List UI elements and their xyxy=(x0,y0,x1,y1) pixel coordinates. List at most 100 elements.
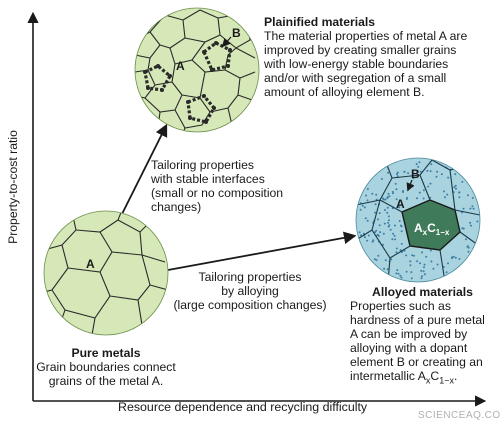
dopant-dot xyxy=(377,218,379,221)
dopant-dot xyxy=(361,204,364,207)
dopant-dot xyxy=(400,276,403,279)
dopant-dot xyxy=(396,269,399,272)
dopant-dot xyxy=(386,206,389,209)
dopant-dot xyxy=(396,171,399,174)
dopant-dot xyxy=(395,188,398,191)
alloyed-desc-3: A can be improved by xyxy=(350,327,468,341)
dopant-dot xyxy=(387,225,390,228)
dopant-dot xyxy=(420,277,423,280)
dopant-dot xyxy=(378,224,381,227)
dopant-dot xyxy=(432,267,435,270)
dopant-dot xyxy=(442,265,445,268)
dopant-dot xyxy=(400,242,403,245)
dopant-dot xyxy=(383,267,386,270)
dopant-dot xyxy=(418,191,421,194)
alloyed-grains: A B AxC1−x xyxy=(355,157,481,283)
alloyed-desc-5: element B or creating an xyxy=(350,355,483,369)
dopant-dot xyxy=(429,170,432,173)
dopant-dot xyxy=(416,260,419,263)
dopant-dot xyxy=(378,212,381,215)
dopant-dot xyxy=(443,190,445,193)
dopant-dot xyxy=(389,228,392,231)
dopant-dot xyxy=(387,192,390,195)
dopant-dot xyxy=(421,275,423,278)
arrow-to-alloyed-line-1: Tailoring properties xyxy=(198,270,302,284)
dopant-dot xyxy=(374,211,377,214)
dopant-dot xyxy=(387,219,390,222)
alloyed-label-a: A xyxy=(396,197,405,211)
dopant-dot xyxy=(373,258,376,261)
dopant-dot xyxy=(471,196,474,199)
dopant-dot xyxy=(411,254,414,257)
pure-text-block: Pure metals Grain boundaries connect gra… xyxy=(26,346,186,388)
dopant-dot xyxy=(446,193,449,196)
arrow-to-plainified xyxy=(121,123,168,215)
dopant-dot xyxy=(400,225,403,228)
dopant-dot xyxy=(395,247,398,250)
dopant-dot xyxy=(387,171,390,174)
dopant-dot xyxy=(471,205,474,208)
dopant-dot xyxy=(384,259,387,262)
dopant-dot xyxy=(426,169,429,172)
arrow-to-alloyed xyxy=(167,231,357,271)
dopant-dot xyxy=(384,209,386,211)
dopant-dot xyxy=(411,185,414,188)
dopant-dot xyxy=(395,198,398,201)
dopant-dot xyxy=(371,240,374,243)
dopant-dot xyxy=(375,193,378,196)
arrow-to-plainified-line-1: Tailoring properties xyxy=(151,158,254,172)
dopant-dot xyxy=(371,192,374,195)
dopant-dot xyxy=(425,255,428,258)
dopant-dot xyxy=(416,171,419,173)
y-axis-label: Property-to-cost ratio xyxy=(6,130,20,244)
dopant-dot xyxy=(452,255,455,258)
dopant-dot xyxy=(417,165,420,168)
pure-desc-2: grains of the metal A. xyxy=(48,374,164,388)
dopant-dot xyxy=(364,217,367,220)
dopant-dot xyxy=(406,196,409,199)
arrow-to-plainified-text: Tailoring properties with stable interfa… xyxy=(151,158,311,214)
dopant-dot xyxy=(461,227,464,230)
plainified-desc-3: with low-energy stable boundaries xyxy=(264,57,449,71)
alloyed-intermetallic-label: AxC1−x xyxy=(414,221,450,237)
dopant-dot xyxy=(360,234,362,237)
dopant-dot xyxy=(387,221,390,224)
dopant-dot xyxy=(469,207,472,210)
dopant-dot xyxy=(472,207,475,210)
dopant-dot xyxy=(377,254,380,257)
dopant-dot xyxy=(420,269,423,272)
dopant-dot xyxy=(366,239,369,242)
dopant-dot xyxy=(412,177,415,180)
x-axis-label: Resource dependence and recycling diffic… xyxy=(118,400,368,414)
dopant-dot xyxy=(403,249,406,252)
dopant-dot xyxy=(466,245,469,248)
dopant-dot xyxy=(374,203,377,206)
axes xyxy=(27,11,487,407)
dopant-dot xyxy=(440,173,443,176)
alloyed-desc-4: alloying with a dopant xyxy=(350,341,468,355)
dopant-dot xyxy=(379,231,382,234)
dopant-dot xyxy=(447,176,450,179)
pure-desc-1: Grain boundaries connect xyxy=(36,360,176,374)
dopant-dot xyxy=(436,170,439,173)
dopant-dot xyxy=(422,270,425,273)
dopant-dot xyxy=(454,184,457,187)
dopant-dot xyxy=(366,219,369,222)
pure-label-a: A xyxy=(86,257,95,271)
alloyed-desc-6: intermetallic AxC1−x. xyxy=(350,369,458,386)
dopant-dot xyxy=(391,238,394,241)
dopant-dot xyxy=(409,264,412,267)
dopant-dot xyxy=(445,271,448,274)
arrow-to-alloyed-line-2: by alloying xyxy=(221,284,279,298)
dopant-dot xyxy=(367,234,370,237)
dopant-dot xyxy=(382,232,385,235)
dopant-dot xyxy=(416,197,418,200)
dopant-dot xyxy=(419,170,422,173)
dopant-dot xyxy=(458,258,461,260)
dopant-dot xyxy=(436,263,439,266)
dopant-dot xyxy=(393,224,396,227)
dopant-dot xyxy=(358,231,361,234)
dopant-dot xyxy=(400,230,403,233)
alloyed-title: Alloyed materials xyxy=(372,285,473,299)
